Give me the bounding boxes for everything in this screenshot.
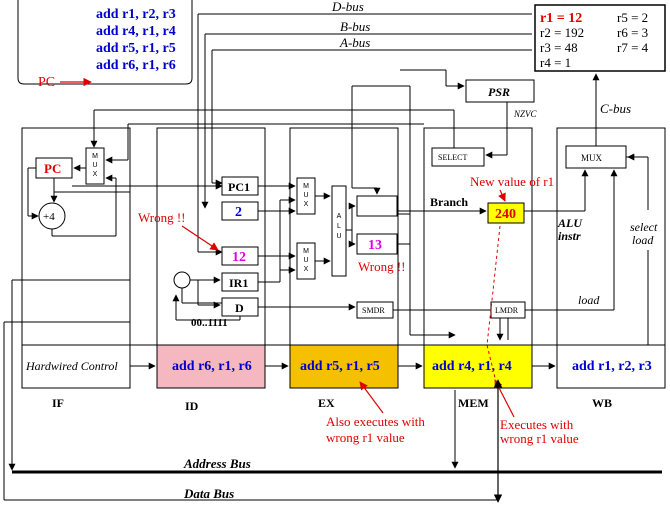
branch-label: Branch <box>430 195 468 209</box>
wb-mux-label: MUX <box>581 153 603 163</box>
svg-text:U: U <box>303 192 308 199</box>
select-label: SELECT <box>438 153 467 162</box>
annotations: Wrong !! Wrong !! New value of r1 Also e… <box>138 174 579 446</box>
svg-text:X: X <box>304 266 309 273</box>
ex-stage-instruction: add r5, r1, r5 <box>300 359 380 374</box>
program-instruction: add r1, r2, r3 <box>96 7 176 22</box>
register-r7: r7 = 4 <box>617 40 649 55</box>
mem-stage-instruction: add r4, r1, r4 <box>432 359 512 374</box>
select-load-line1: select <box>630 220 658 234</box>
if-stage: PC M U X +4 <box>27 147 223 237</box>
lmdr-label: LMDR <box>495 306 519 315</box>
svg-text:X: X <box>304 201 309 208</box>
id-value-mid: 12 <box>232 250 246 265</box>
ex-branch-register <box>356 195 398 217</box>
exec-with-line1: Executes with <box>500 417 574 432</box>
d-bus-label: D-bus <box>331 0 364 14</box>
alu <box>331 185 347 277</box>
program-instruction: add r6, r1, r6 <box>96 58 176 73</box>
ex-stage: M U X M U X A L U 13 SMDR <box>258 85 504 341</box>
c-bus-label: C-bus <box>600 101 631 116</box>
if-mux <box>85 147 105 185</box>
new-r1-label: New value of r1 <box>470 174 554 189</box>
select-unit <box>431 147 485 167</box>
register-r4: r4 = 1 <box>540 55 571 70</box>
svg-text:U: U <box>303 257 308 264</box>
program-instruction: add r5, r1, r5 <box>96 41 176 56</box>
mem-result-box <box>487 202 525 224</box>
b-bus-label: B-bus <box>340 19 370 34</box>
select-load-line2: load <box>632 233 654 247</box>
svg-text:M: M <box>303 248 309 255</box>
alu-instr-line1: ALU <box>557 216 583 230</box>
wb-stage: MUX C-bus ALU instr select load load <box>557 73 658 345</box>
psr-label: PSR <box>488 85 510 99</box>
d-label: D <box>235 301 244 315</box>
register-r6: r6 = 3 <box>617 25 648 40</box>
psr-register <box>465 79 535 103</box>
alu-instr-line2: instr <box>558 229 581 243</box>
ex-instruction-bg <box>289 344 399 389</box>
load-label: load <box>578 293 600 307</box>
svg-text:A: A <box>337 213 342 220</box>
data-bus-label: Data Bus <box>183 486 234 501</box>
register-r3: r3 = 48 <box>540 40 578 55</box>
svg-text:U: U <box>336 233 341 240</box>
ex-result-value: 13 <box>368 238 382 253</box>
stage-wb-box <box>556 127 666 389</box>
pc1-label: PC1 <box>228 180 250 194</box>
psr-flags: NZVC <box>513 109 538 119</box>
hardwired-control: Hardwired Control <box>25 359 118 373</box>
id-instruction-bg <box>156 344 266 389</box>
stage-ex-label: EX <box>318 396 335 410</box>
stage-if-label: IF <box>52 396 64 410</box>
immediate-label: 00..1111 <box>191 317 228 329</box>
svg-text:U: U <box>92 162 97 169</box>
exec-with-line2: wrong r1 value <box>500 431 579 446</box>
mem-instruction-bg <box>423 344 533 389</box>
plus4-label: +4 <box>43 211 55 223</box>
address-bus-label: Address Bus <box>183 456 251 471</box>
stage-mem-label: MEM <box>458 396 489 410</box>
program-instruction: add r4, r1, r4 <box>96 24 176 39</box>
program-pc-label: PC <box>38 75 55 90</box>
ir1-label: IR1 <box>229 276 248 290</box>
program-box: add r1, r2, r3 add r4, r1, r4 add r5, r1… <box>17 0 193 90</box>
stage-id-label: ID <box>185 399 199 413</box>
svg-text:M: M <box>303 183 309 190</box>
a-bus-label: A-bus <box>339 35 370 50</box>
register-r5: r5 = 2 <box>617 10 648 25</box>
register-r1: r1 = 12 <box>540 11 582 26</box>
wrong-label-2: Wrong !! <box>358 259 406 274</box>
svg-text:X: X <box>93 171 98 178</box>
sign-extend-unit <box>173 271 191 289</box>
id-stage-instruction: add r6, r1, r6 <box>172 359 252 374</box>
id-stage: PC1 2 12 IR1 D 00..1111 <box>172 176 259 329</box>
pc-register-label: PC <box>44 161 61 176</box>
bottom-buses <box>3 279 662 503</box>
svg-text:L: L <box>337 223 341 230</box>
register-r2: r2 = 192 <box>540 25 584 40</box>
smdr-label: SMDR <box>362 306 385 315</box>
also-exec-line2: wrong r1 value <box>326 430 405 445</box>
wrong-label-1: Wrong !! <box>138 210 186 225</box>
also-exec-line1: Also executes with <box>326 414 425 429</box>
register-file: r1 = 12 r2 = 192 r3 = 48 r4 = 1 r5 = 2 r… <box>534 4 666 72</box>
id-value-top: 2 <box>235 205 242 220</box>
mem-stage: PSR NZVC SELECT 240 LMDR Branch <box>400 69 618 340</box>
mem-result-value: 240 <box>495 207 516 222</box>
stage-if-box <box>21 127 131 389</box>
stage-wb-label: WB <box>592 396 612 410</box>
svg-text:M: M <box>92 153 98 160</box>
wb-stage-instruction: add r1, r2, r3 <box>572 359 652 374</box>
